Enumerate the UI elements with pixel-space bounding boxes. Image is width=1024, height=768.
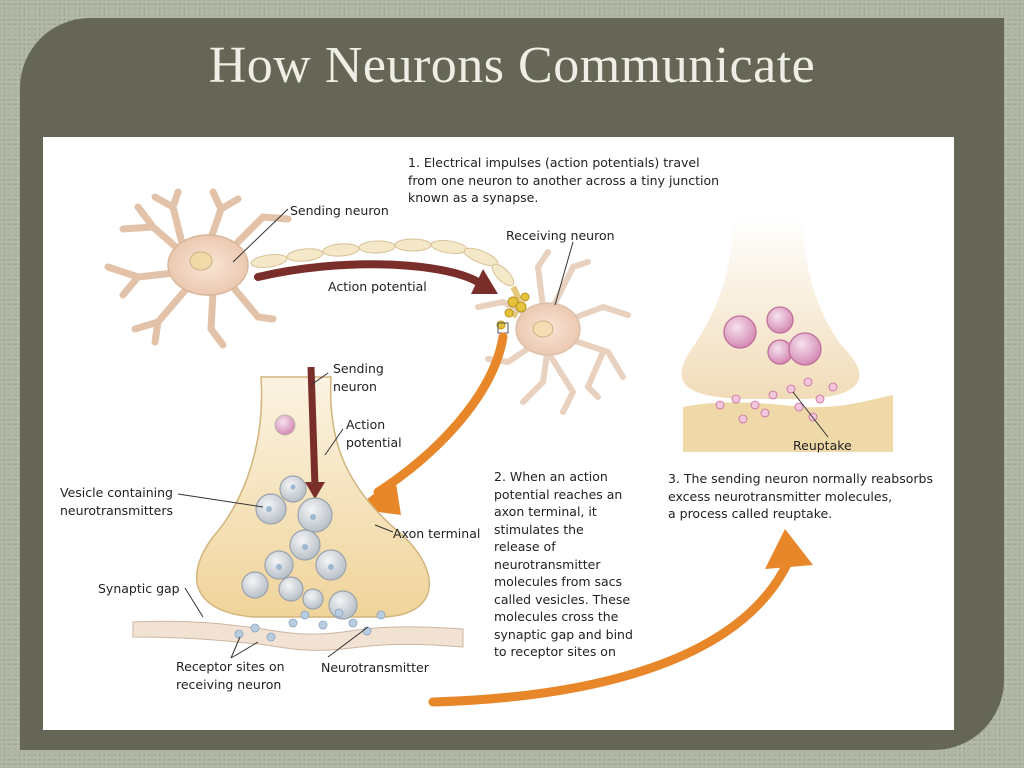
step2-line: stimulates the: [494, 521, 584, 537]
step2-line: axon terminal, it: [494, 504, 597, 519]
label-line: receiving neuron: [176, 676, 282, 692]
slide-title: How Neurons Communicate: [208, 37, 816, 94]
label-sending-neuron-zoom: Sending neuron: [333, 360, 384, 395]
label-line: Vesicle containing: [60, 485, 173, 500]
reuptake-arrowhead: [765, 529, 813, 569]
label-line: potential: [346, 434, 402, 450]
action-potential-arrow: [254, 260, 482, 286]
label-sending-neuron: Sending neuron: [290, 203, 389, 218]
step1-line: 1. Electrical impulses (action potential…: [408, 155, 700, 170]
label-line: neurotransmitters: [60, 502, 173, 518]
label-action-potential: Action potential: [328, 279, 427, 294]
label-line: Action: [346, 417, 386, 432]
step2-line: molecules from sacs: [494, 574, 623, 589]
step2-line: potential reaches an: [494, 486, 623, 502]
label-vesicle: Vesicle containing neurotransmitters: [60, 484, 173, 519]
receiving-neuron-illustration: [475, 249, 631, 415]
label-receiving-neuron: Receiving neuron: [506, 228, 615, 243]
step2-line: neurotransmitter: [494, 556, 601, 572]
step2-line: called vesicles. These: [494, 591, 631, 607]
reuptake-arrow: [428, 557, 793, 707]
step2-line: release of: [494, 539, 556, 554]
reuptake-illustration: [681, 217, 893, 452]
step3-line: a process called reuptake.: [668, 506, 833, 521]
label-receptor-sites: Receptor sites on receiving neuron: [176, 658, 285, 693]
step3-line: excess neurotransmitter molecules,: [668, 488, 893, 504]
step1-line: known as a synapse.: [408, 190, 539, 205]
neuron-diagram: [104, 188, 893, 707]
label-reuptake: Reuptake: [793, 438, 852, 453]
axon-terminal-illustration: [132, 366, 464, 651]
step2-line: synaptic gap and bind: [494, 626, 633, 642]
action-potential-arrowhead: [471, 269, 498, 294]
label-neurotransmitter: Neurotransmitter: [321, 660, 429, 675]
label-axon-terminal: Axon terminal: [393, 526, 481, 541]
label-line: Receptor sites on: [176, 659, 285, 674]
step1-line: from one neuron to another across a tiny…: [408, 172, 720, 188]
axon-myelin: [250, 238, 515, 287]
step2-line: 2. When an action: [494, 469, 608, 484]
leader-lines: [177, 208, 574, 659]
sending-neuron-illustration: [104, 188, 521, 349]
step3-line: 3. The sending neuron normally reabsorbs: [668, 471, 933, 486]
zoom-arrow: [373, 332, 508, 497]
label-action-potential-zoom: Action potential: [346, 416, 402, 451]
step1-text: 1. Electrical impulses (action potential…: [408, 154, 719, 207]
label-line: neuron: [333, 378, 377, 394]
step2-text: 2. When an action potential reaches an a…: [494, 468, 633, 661]
label-line: Sending: [333, 361, 384, 376]
step3-text: 3. The sending neuron normally reabsorbs…: [668, 470, 933, 523]
label-synaptic-gap: Synaptic gap: [98, 581, 180, 596]
figure-panel: 1. Electrical impulses (action potential…: [43, 137, 954, 730]
step2-line: to receptor sites on: [494, 644, 616, 659]
step2-line: molecules cross the: [494, 609, 619, 624]
